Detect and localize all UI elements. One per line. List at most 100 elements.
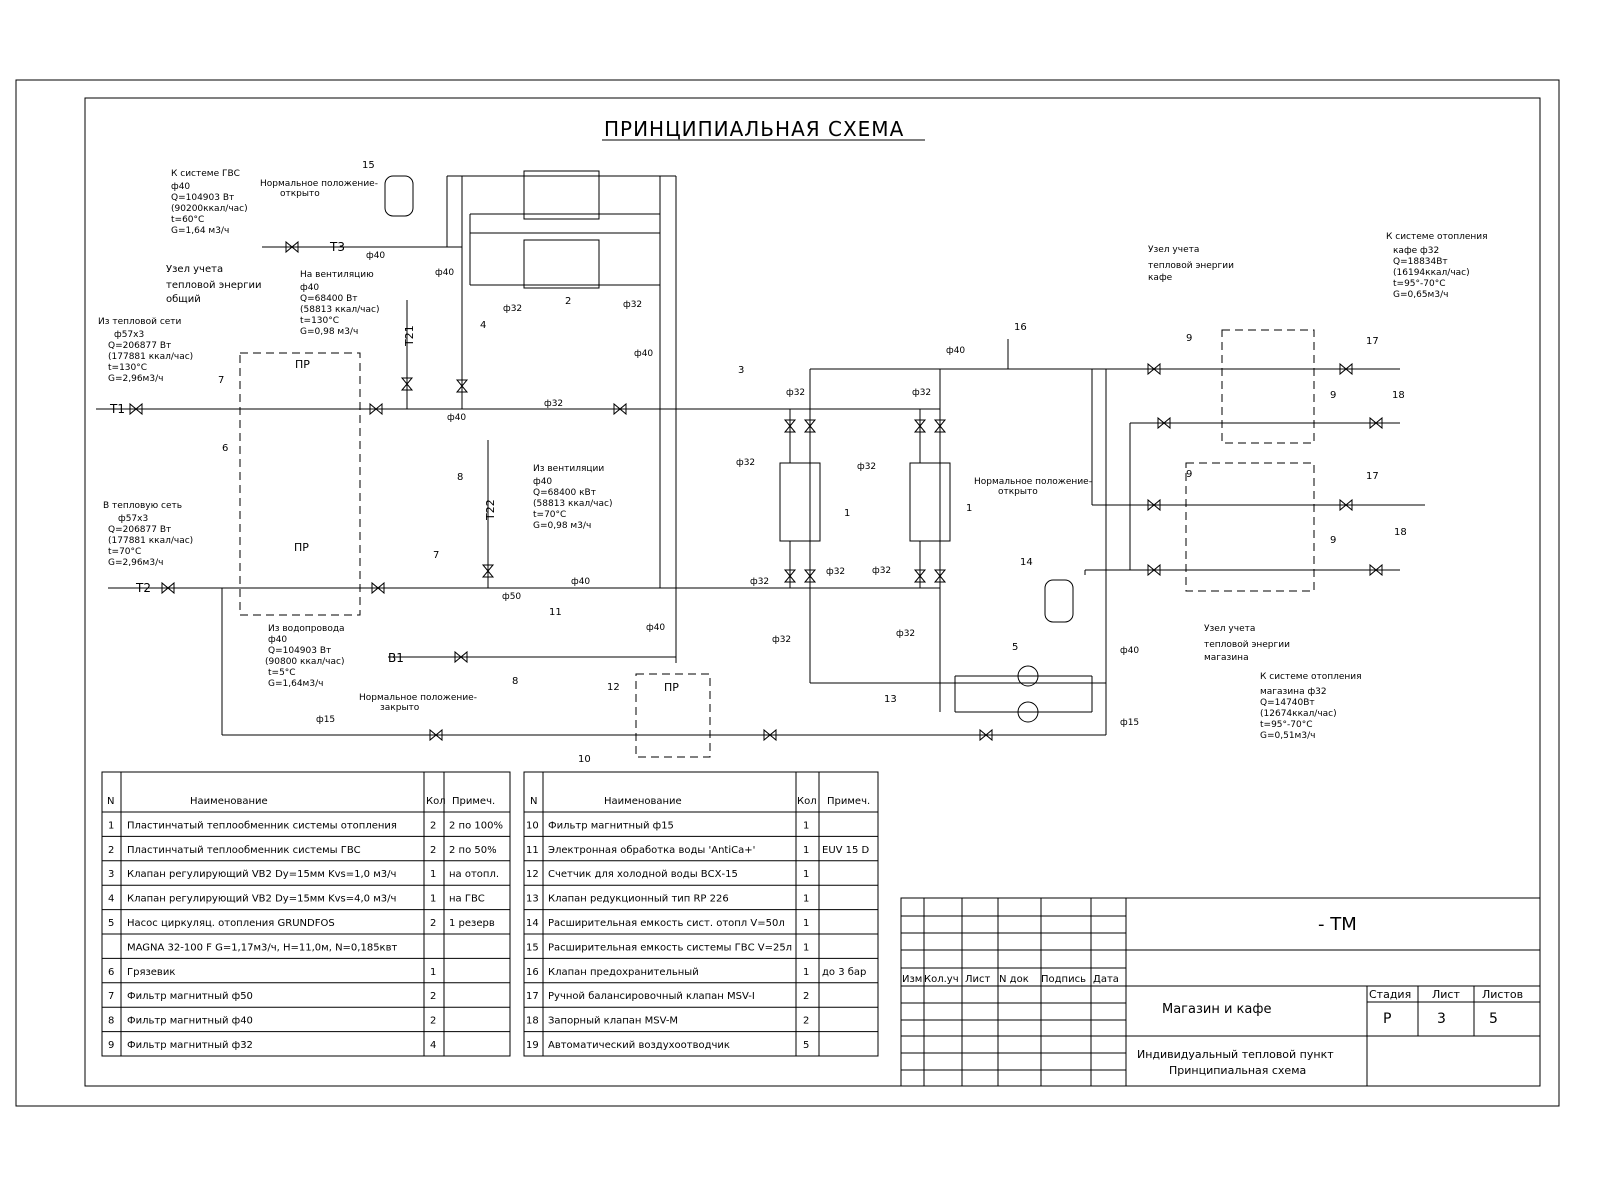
rev-header-sign: Подпись — [1041, 974, 1086, 985]
label-node-16: 16 — [1014, 322, 1027, 333]
label-d32-hx1c: ф32 — [826, 567, 845, 577]
table-cell: 19 — [526, 1040, 539, 1051]
table-cell: Клапан редукционный тип RP 226 — [548, 894, 729, 905]
label-t22: T22 — [484, 499, 497, 521]
label-node-18b: 18 — [1394, 527, 1407, 538]
label-node-6: 6 — [222, 443, 228, 454]
label-node-13: 13 — [884, 694, 897, 705]
table-cell: Насос циркуляц. отопления GRUNDFOS — [127, 918, 335, 929]
table-cell: Клапан предохранительный — [548, 967, 699, 978]
table-cell: 1 — [803, 845, 809, 856]
table-cell: 1 — [430, 967, 436, 978]
note-normal-open: Нормальное положение-открыто — [260, 179, 378, 199]
label-node-9c: 9 — [1186, 469, 1192, 480]
table-cell: 1 — [803, 820, 809, 831]
table-cell: 5 — [803, 1040, 809, 1051]
label-t3: T3 — [329, 240, 345, 254]
label-d32-bottom-left: ф32 — [772, 635, 791, 645]
table-cell: 15 — [526, 942, 539, 953]
table-cell: 10 — [526, 820, 539, 831]
label-node-4: 4 — [480, 320, 486, 331]
table-cell: на отопл. — [449, 869, 499, 880]
table-cell: Пластинчатый теплообменник системы ГВС — [127, 845, 361, 856]
table-cell: 1 — [430, 869, 436, 880]
label-node-1a: 1 — [844, 508, 850, 519]
label-pr-1: ПР — [295, 358, 310, 371]
rev-header-date: Дата — [1093, 974, 1119, 985]
spec-left-header-n: N — [107, 796, 114, 807]
table-cell: 1 — [430, 894, 436, 905]
table-cell: 2 по 50% — [449, 845, 497, 856]
inner-frame — [84, 97, 1541, 1087]
table-cell: 9 — [108, 1040, 114, 1051]
label-node-7b: 7 — [433, 550, 439, 561]
doc-title-line1: Индивидуальный тепловой пункт — [1137, 1048, 1334, 1061]
table-cell: Клапан регулирующий VB2 Dy=15мм Kvs=4,0 … — [127, 894, 396, 905]
table-cell: 6 — [108, 967, 114, 978]
table-cell: Клапан регулирующий VB2 Dy=15мм Kvs=1,0 … — [127, 869, 396, 880]
table-cell: Автоматический воздухоотводчик — [548, 1040, 730, 1051]
table-cell: 2 по 100% — [449, 820, 503, 831]
table-cell: 17 — [526, 991, 539, 1002]
table-cell: Фильтр магнитный ф40 — [127, 1016, 253, 1027]
table-cell: 2 — [108, 845, 114, 856]
label-node-9b: 9 — [1330, 390, 1336, 401]
label-node-9a: 9 — [1186, 333, 1192, 344]
table-cell: 1 — [803, 918, 809, 929]
spec-left-header-qty: Кол — [426, 796, 446, 807]
rev-header-izm: Изм — [902, 974, 922, 985]
doc-title-line2: Принципиальная схема — [1169, 1064, 1306, 1077]
note-normal-open-2: Нормальное положение-открыто — [974, 477, 1092, 497]
table-cell: Расширительная емкость сист. отопл V=50л — [548, 918, 785, 929]
piping — [96, 170, 1425, 758]
label-pr-3: ПР — [664, 681, 679, 694]
label-node-8: 8 — [457, 472, 463, 483]
label-d32-hx2c: ф32 — [872, 566, 891, 576]
label-d32-bottom-right: ф32 — [896, 629, 915, 639]
rev-header-ndok: N док — [999, 974, 1029, 985]
label-t1: T1 — [109, 402, 125, 416]
table-cell: 13 — [526, 894, 539, 905]
stage-header-sheets: Листов — [1482, 988, 1523, 1001]
stage-value-sheet: 3 — [1437, 1011, 1446, 1027]
label-d40-main: ф40 — [447, 413, 466, 423]
label-node-7a: 7 — [218, 375, 224, 386]
table-cell: Грязевик — [127, 967, 175, 978]
table-cell: MAGNA 32-100 F G=1,17м3/ч, H=11,0м, N=0,… — [127, 942, 397, 953]
label-node-18a: 18 — [1392, 390, 1405, 401]
table-cell: 7 — [108, 991, 114, 1002]
label-node-11: 11 — [549, 607, 562, 618]
table-cell: на ГВС — [449, 894, 485, 905]
label-d32-main: ф32 — [544, 399, 563, 409]
table-cell: 1 — [803, 894, 809, 905]
label-d40-a: ф40 — [435, 268, 454, 278]
label-node-10: 10 — [578, 754, 591, 765]
table-cell: 4 — [108, 894, 114, 905]
label-d32-hx-left: ф32 — [503, 304, 522, 314]
label-t21: T21 — [403, 325, 416, 347]
label-node-8b: 8 — [512, 676, 518, 687]
table-cell: 16 — [526, 967, 539, 978]
label-d40-c: ф40 — [646, 623, 665, 633]
label-d32-hx1b: ф32 — [736, 458, 755, 468]
stage-header-sheet: Лист — [1432, 988, 1460, 1001]
table-cell: Фильтр магнитный ф32 — [127, 1040, 253, 1051]
table-cell: 1 — [803, 869, 809, 880]
table-cell: Фильтр магнитный ф15 — [548, 820, 674, 831]
table-cell: 2 — [803, 991, 809, 1002]
table-cell: 3 — [108, 869, 114, 880]
label-d15: ф15 — [316, 715, 335, 725]
table-cell: 1 — [803, 942, 809, 953]
outer-frame — [15, 79, 1560, 1107]
valves — [129, 240, 1383, 742]
rev-header-kol: Кол.уч — [924, 974, 959, 985]
